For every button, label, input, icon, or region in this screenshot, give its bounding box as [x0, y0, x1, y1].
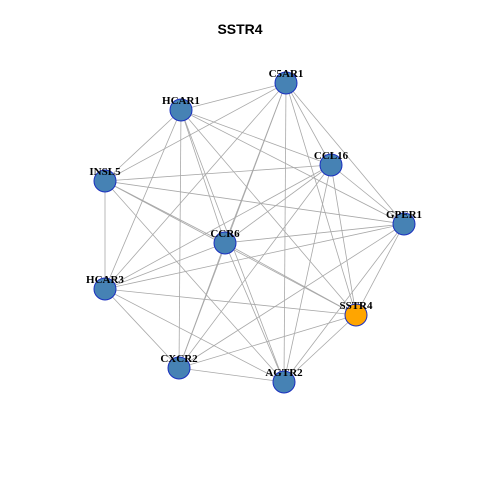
node-circle-gper1 — [392, 212, 416, 236]
edge-ccr6-agtr2 — [224, 242, 285, 383]
node-sstr4: SSTR4 — [339, 300, 373, 327]
node-circle-cxcr2 — [167, 356, 191, 380]
edge-c5ar1-hcar3 — [104, 82, 287, 290]
node-label-ccr6: CCR6 — [210, 228, 240, 240]
edge-hcar1-ccr6 — [180, 109, 226, 244]
node-label-hcar1: HCAR1 — [162, 95, 200, 107]
node-label-insl5: INSL5 — [89, 166, 121, 178]
edge-hcar1-insl5 — [104, 109, 182, 182]
edge-ccr6-cxcr2 — [178, 242, 226, 369]
edge-gper1-ccr6 — [224, 223, 405, 244]
edge-hcar1-ccl16 — [180, 109, 332, 166]
nodes-layer: C5AR1HCAR1CCL16INSL5GPER1CCR6HCAR3SSTR4C… — [86, 68, 422, 394]
edge-hcar1-sstr4 — [180, 109, 357, 316]
edge-c5ar1-ccl16 — [285, 82, 332, 166]
edge-c5ar1-insl5 — [104, 82, 287, 182]
node-circle-c5ar1 — [274, 71, 298, 95]
edge-c5ar1-hcar1 — [180, 82, 287, 111]
edge-ccl16-cxcr2 — [178, 164, 332, 369]
node-ccl16: CCL16 — [314, 150, 349, 177]
edge-gper1-hcar3 — [104, 223, 405, 290]
edge-ccr6-sstr4 — [224, 242, 357, 316]
node-circle-agtr2 — [272, 370, 296, 394]
node-label-c5ar1: C5AR1 — [269, 68, 304, 80]
node-circle-ccr6 — [213, 231, 237, 255]
diagram-title: SSTR4 — [217, 21, 263, 37]
node-circle-sstr4 — [344, 303, 368, 327]
node-circle-insl5 — [93, 169, 117, 193]
edge-gper1-agtr2 — [283, 223, 405, 383]
edge-gper1-sstr4 — [355, 223, 405, 316]
edge-hcar1-gper1 — [180, 109, 405, 225]
node-circle-hcar1 — [169, 98, 193, 122]
edge-cxcr2-agtr2 — [178, 367, 285, 383]
edge-hcar3-cxcr2 — [104, 288, 180, 369]
edge-hcar1-hcar3 — [104, 109, 182, 290]
edge-ccl16-gper1 — [330, 164, 405, 225]
node-label-cxcr2: CXCR2 — [160, 353, 198, 365]
edge-sstr4-agtr2 — [283, 314, 357, 383]
node-hcar1: HCAR1 — [162, 95, 200, 122]
node-insl5: INSL5 — [89, 166, 121, 193]
edge-hcar3-agtr2 — [104, 288, 285, 383]
edge-hcar3-sstr4 — [104, 288, 357, 316]
edges-layer — [104, 82, 405, 383]
edge-ccl16-sstr4 — [330, 164, 357, 316]
edge-ccr6-hcar3 — [104, 242, 226, 290]
node-label-gper1: GPER1 — [386, 209, 422, 221]
node-label-hcar3: HCAR3 — [86, 274, 124, 286]
edge-c5ar1-sstr4 — [285, 82, 357, 316]
edge-gper1-cxcr2 — [178, 223, 405, 369]
edge-ccl16-hcar3 — [104, 164, 332, 290]
node-gper1: GPER1 — [386, 209, 422, 236]
node-agtr2: AGTR2 — [265, 367, 303, 394]
node-circle-hcar3 — [93, 277, 117, 301]
edge-c5ar1-agtr2 — [283, 82, 287, 383]
node-label-ccl16: CCL16 — [314, 150, 349, 162]
edge-insl5-gper1 — [104, 180, 405, 225]
node-cxcr2: CXCR2 — [160, 353, 198, 380]
node-circle-ccl16 — [319, 153, 343, 177]
edge-ccl16-agtr2 — [283, 164, 332, 383]
node-ccr6: CCR6 — [210, 228, 240, 255]
node-hcar3: HCAR3 — [86, 274, 124, 301]
edge-insl5-agtr2 — [104, 180, 285, 383]
edge-ccl16-ccr6 — [224, 164, 332, 244]
edge-ccl16-insl5 — [104, 164, 332, 182]
edge-hcar1-cxcr2 — [178, 109, 182, 369]
node-label-agtr2: AGTR2 — [265, 367, 303, 379]
node-label-sstr4: SSTR4 — [339, 300, 373, 312]
edge-c5ar1-gper1 — [285, 82, 405, 225]
node-c5ar1: C5AR1 — [269, 68, 304, 95]
edge-sstr4-cxcr2 — [178, 314, 357, 369]
